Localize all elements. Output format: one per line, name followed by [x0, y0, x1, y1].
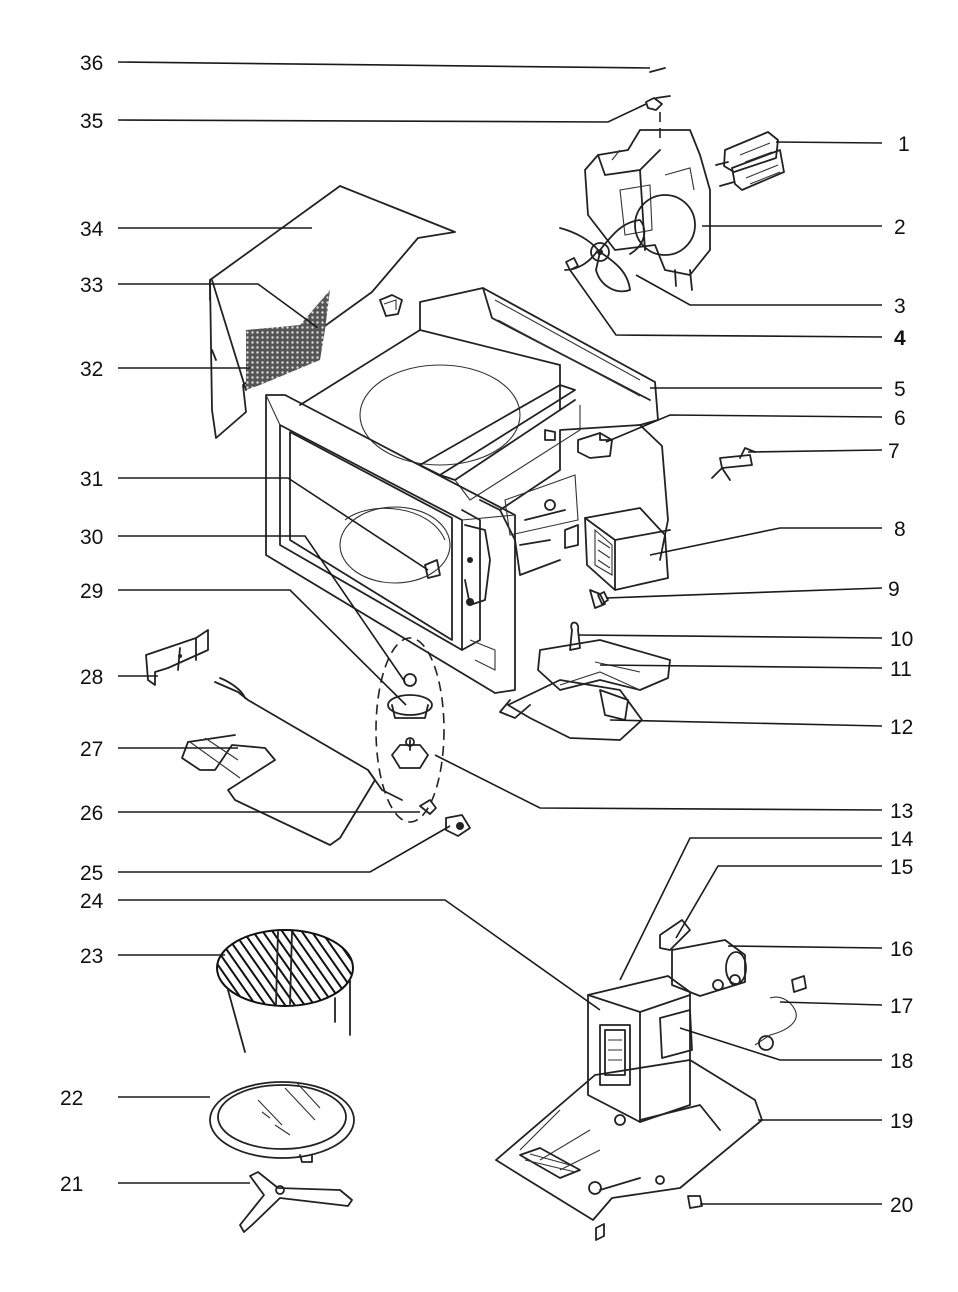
label-15: 15	[890, 856, 913, 879]
part-13-turntable-motor	[375, 637, 445, 823]
part-17-diode	[754, 975, 807, 1051]
part-number-labels: 36 35 34 33 32 31 30 29 28 27 26 25 24 2…	[60, 52, 914, 1217]
part-21-roller-support	[239, 1171, 353, 1233]
label-33: 33	[80, 274, 103, 297]
label-26: 26	[80, 802, 103, 825]
label-6: 6	[894, 407, 906, 430]
label-24: 24	[80, 890, 104, 913]
label-18: 18	[890, 1050, 913, 1073]
part-16-capacitor	[671, 939, 747, 997]
label-4: 4	[894, 327, 906, 350]
label-21: 21	[60, 1173, 83, 1196]
part-31-latch	[424, 559, 441, 579]
label-35: 35	[80, 110, 103, 133]
label-27: 27	[80, 738, 103, 761]
leader-lines	[117, 61, 883, 1205]
label-19: 19	[890, 1110, 913, 1133]
part-15-fuse	[659, 919, 691, 951]
part-34-outer-cover	[209, 185, 456, 439]
part-2-fan-housing	[584, 129, 711, 291]
part-6-fuse-holder	[577, 432, 613, 459]
part-3-fan-blade	[559, 219, 646, 293]
oven-front-frame	[265, 394, 516, 694]
part-19-base-plate	[495, 1059, 763, 1241]
part-11-12-lamp-bracket	[499, 639, 671, 741]
label-22: 22	[60, 1087, 83, 1110]
part-7-bracket	[711, 447, 756, 481]
part-26-nut	[419, 799, 437, 815]
label-11: 11	[890, 658, 912, 681]
label-2: 2	[894, 216, 906, 239]
label-36: 36	[80, 52, 103, 75]
label-8: 8	[894, 518, 906, 541]
part-4-fan-nut	[565, 257, 579, 271]
part-28-heater-bracket	[145, 629, 209, 686]
label-29: 29	[80, 580, 103, 603]
part-23-grill-rack	[216, 929, 354, 1053]
part-32-insulation	[246, 290, 330, 390]
label-14: 14	[890, 828, 914, 851]
part-9-thermal-cutout	[597, 591, 609, 605]
label-16: 16	[890, 938, 913, 961]
label-30: 30	[80, 526, 103, 549]
part-27-grill-heater	[181, 677, 403, 846]
label-3: 3	[894, 295, 906, 318]
label-34: 34	[80, 218, 104, 241]
part-22-glass-tray	[209, 1081, 355, 1163]
label-10: 10	[890, 628, 913, 651]
label-32: 32	[80, 358, 103, 381]
label-7: 7	[888, 440, 900, 463]
label-9: 9	[888, 578, 900, 601]
part-10-lamp	[569, 621, 581, 651]
part-20-foot	[687, 1195, 703, 1209]
label-31: 31	[80, 468, 103, 491]
label-13: 13	[890, 800, 913, 823]
part-8-magnetron	[584, 507, 671, 609]
part-18-hv-transformer	[587, 975, 693, 1123]
label-28: 28	[80, 666, 103, 689]
label-1: 1	[898, 133, 910, 156]
part-33-bracket	[379, 294, 403, 317]
part-36-pin	[649, 67, 666, 73]
label-20: 20	[890, 1194, 913, 1217]
label-25: 25	[80, 862, 103, 885]
part-1-switch-assembly	[715, 131, 785, 191]
label-5: 5	[894, 378, 906, 401]
label-23: 23	[80, 945, 103, 968]
part-35-clip	[645, 95, 671, 140]
label-12: 12	[890, 716, 913, 739]
label-17: 17	[890, 995, 913, 1018]
